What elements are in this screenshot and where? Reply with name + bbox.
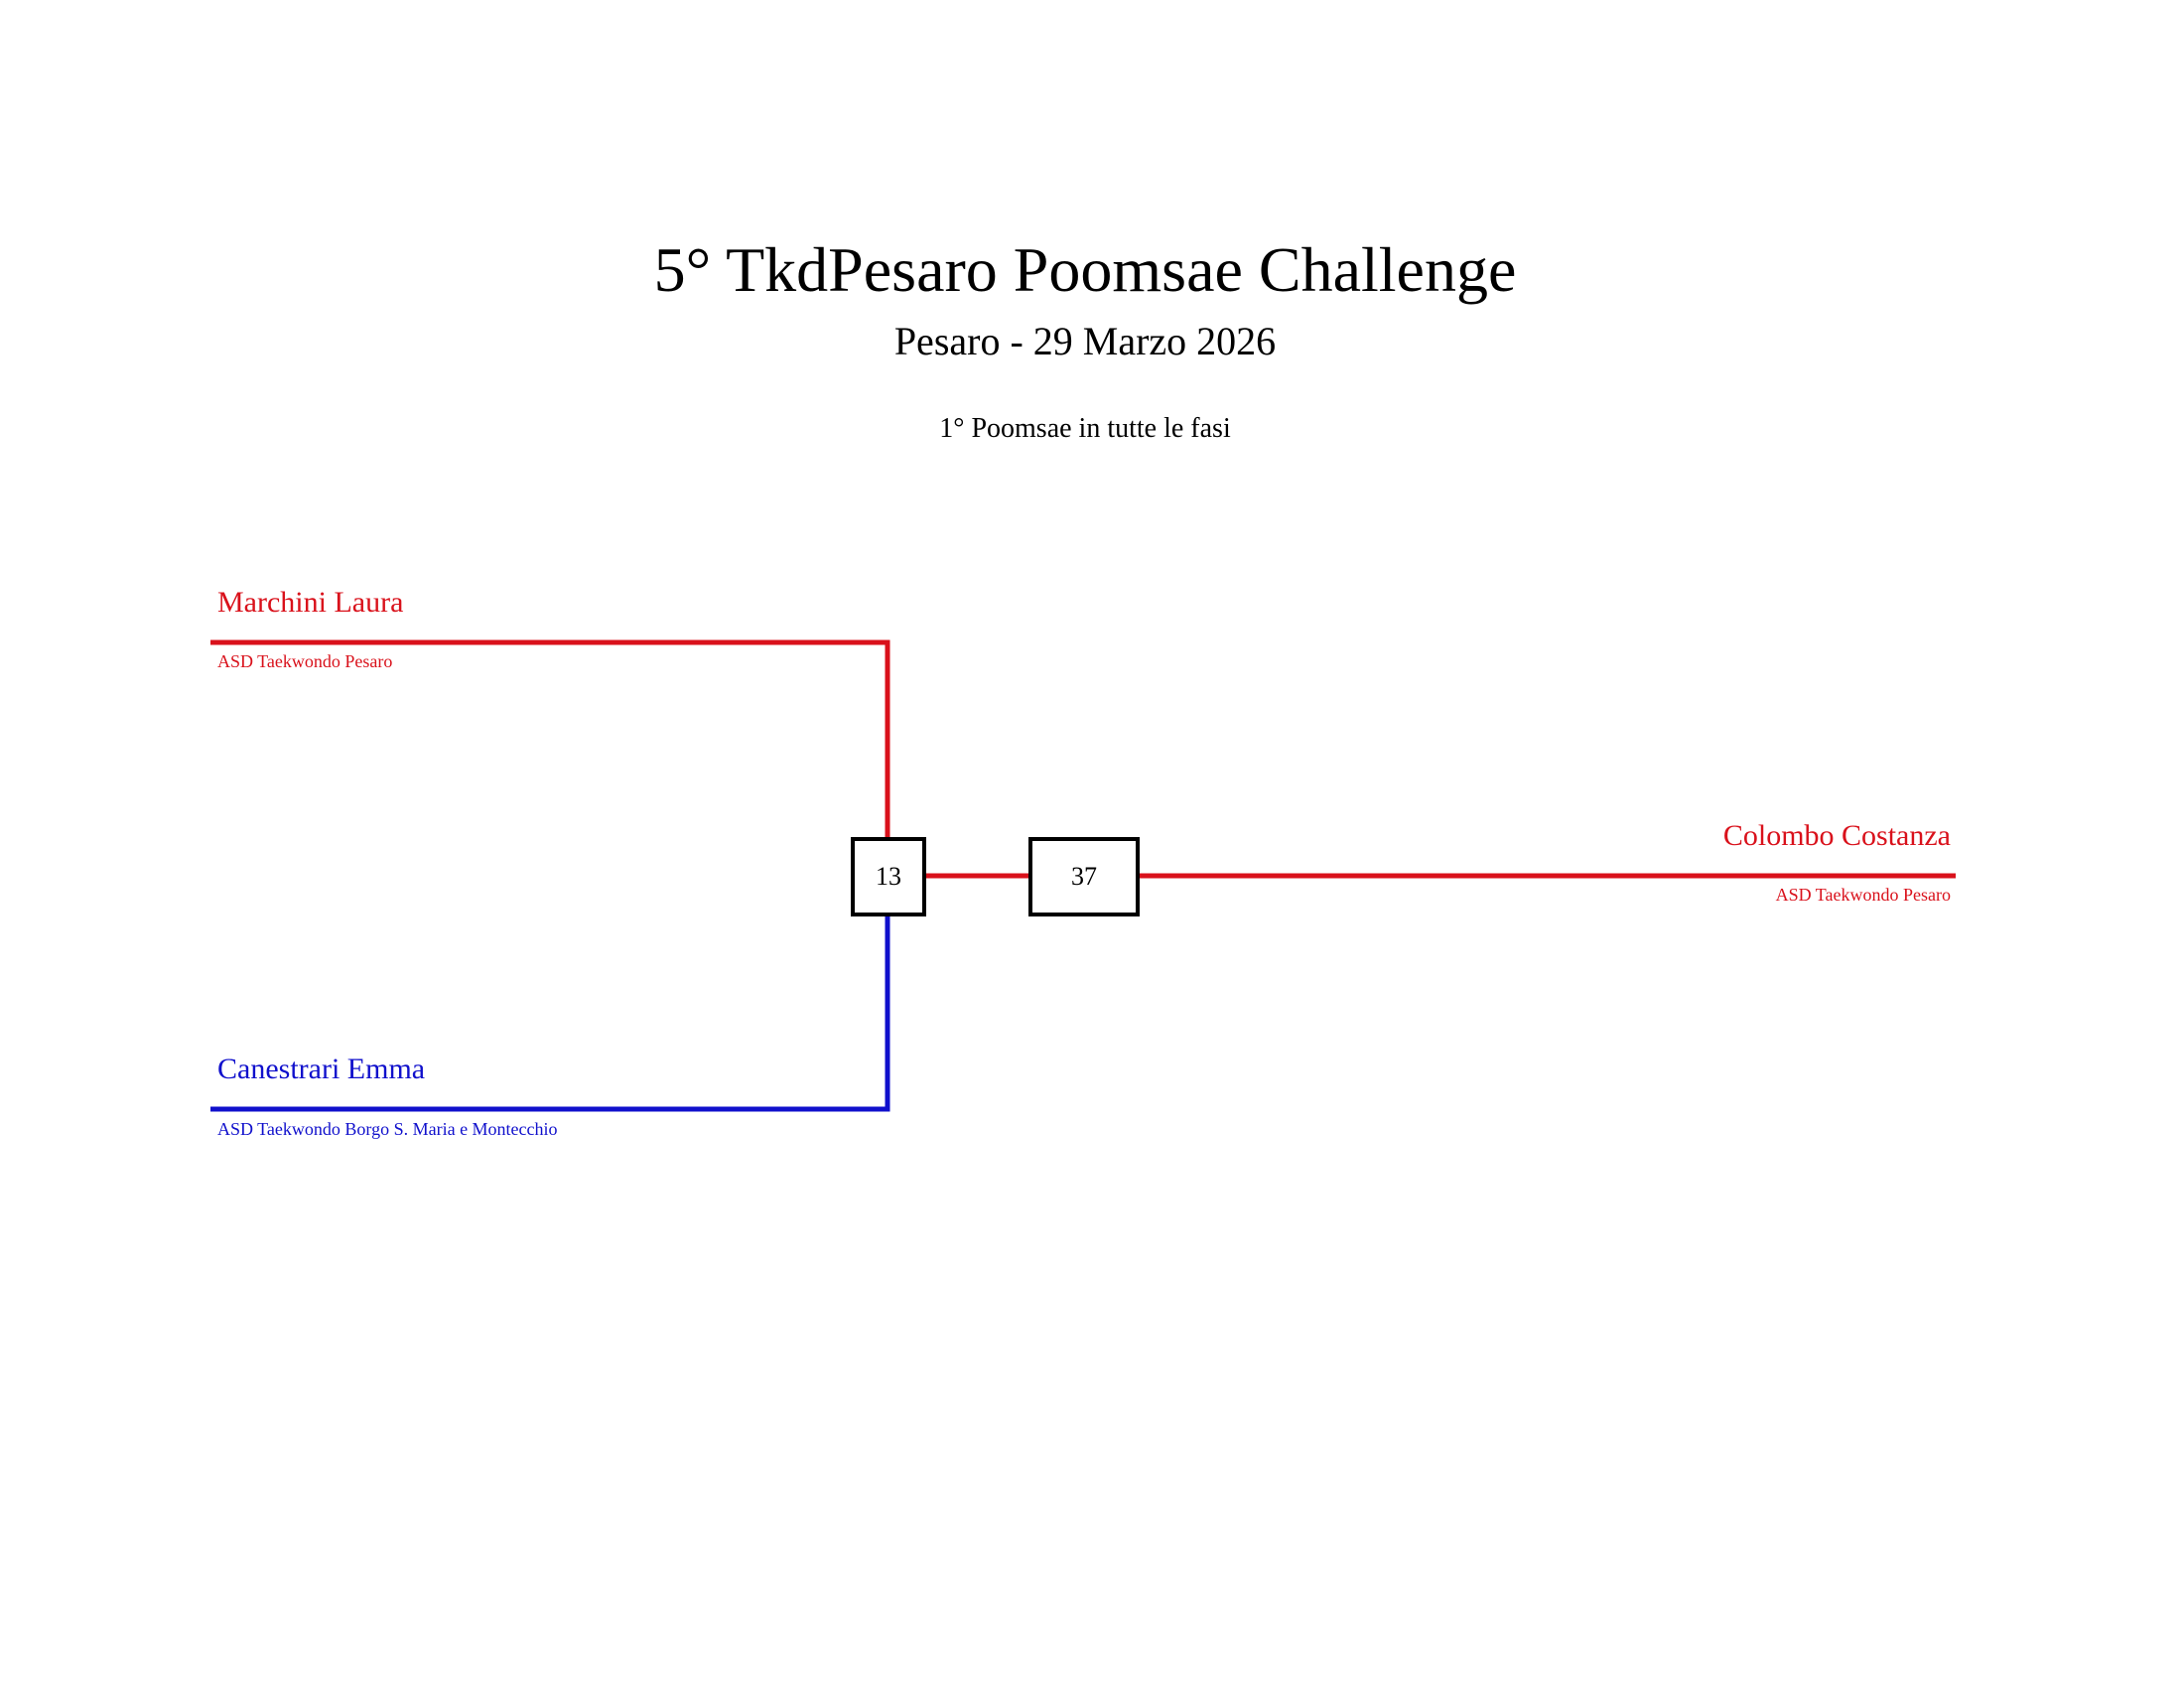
blue-athlete-line: [210, 914, 890, 1112]
match-number: 13: [876, 862, 901, 891]
event-location-date: Pesaro - 29 Marzo 2026: [893, 319, 1277, 363]
red-athlete-club: ASD Taekwondo Pesaro: [217, 651, 393, 671]
winner-club: ASD Taekwondo Pesaro: [1775, 885, 1951, 905]
page-title: 5° TkdPesaro Poomsae Challenge: [653, 234, 1517, 305]
match-number-box: 13: [851, 837, 926, 916]
red-athlete-line: [210, 639, 890, 837]
competition-note: 1° Poomsae in tutte le fasi: [939, 413, 1231, 444]
winner-name: Colombo Costanza: [1722, 819, 1951, 852]
red-athlete-name: Marchini Laura: [217, 586, 404, 619]
blue-athlete-club: ASD Taekwondo Borgo S. Maria e Montecchi…: [217, 1119, 558, 1139]
final-number: 37: [1071, 862, 1097, 891]
blue-athlete-name: Canestrari Emma: [217, 1053, 426, 1085]
final-number-box: 37: [1028, 837, 1140, 916]
